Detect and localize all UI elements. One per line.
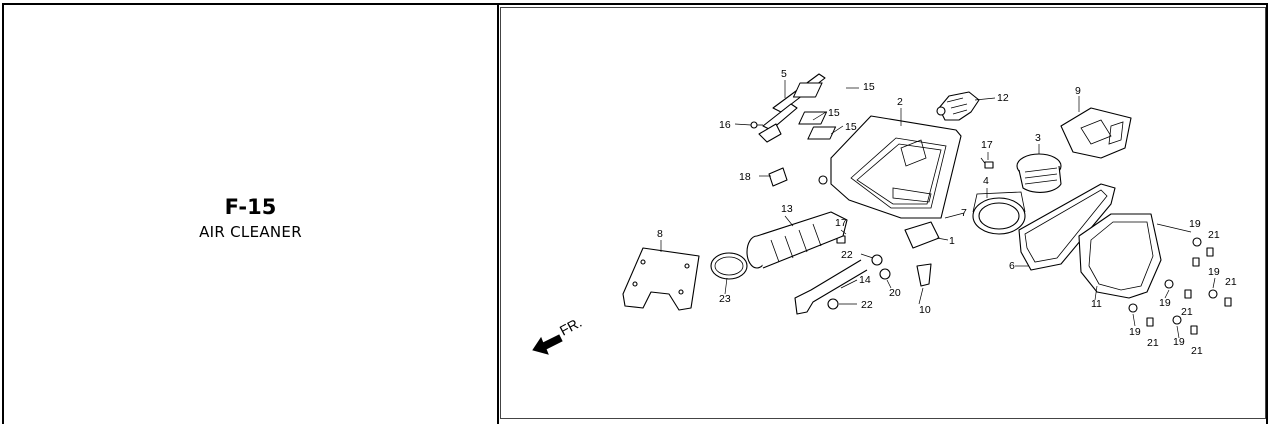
- callout-leaders: [660, 80, 1216, 339]
- part-11-cover: [1078, 213, 1162, 299]
- part-15-pad-c: [807, 126, 837, 140]
- callout-16: 16: [719, 119, 731, 131]
- callout-21-e: 21: [1191, 345, 1203, 357]
- part-19-washer-a: [1192, 237, 1202, 247]
- part-22-clip-a: [871, 254, 883, 266]
- callout-10: 10: [919, 304, 931, 316]
- callout-19-c: 19: [1159, 297, 1171, 309]
- part-21-screw-e: [1190, 325, 1198, 335]
- part-8-plate: [622, 247, 700, 311]
- callout-19-a: 19: [1189, 218, 1201, 230]
- part-13-tube: [746, 211, 848, 269]
- callout-22-a: 22: [841, 249, 853, 261]
- callout-23: 23: [719, 293, 731, 305]
- callout-9: 9: [1075, 85, 1081, 97]
- callout-22-b: 22: [861, 299, 873, 311]
- parts-drawing: 5 15 15 15 16 18 2 12 9 17 3 4 7 1 13 17…: [532, 68, 1237, 357]
- callout-17-a: 17: [981, 139, 993, 151]
- callout-19-d: 19: [1129, 326, 1141, 338]
- part-19-washer-d: [1128, 303, 1138, 313]
- callout-1: 1: [949, 235, 955, 247]
- part-21-screw-c: [1184, 289, 1192, 299]
- part-22-clip-b: [827, 298, 839, 310]
- part-15-pad-b: [798, 111, 828, 125]
- part-12-elbow: [936, 91, 980, 121]
- part-1-plate: [904, 221, 940, 249]
- part-19-washer-e: [1172, 315, 1182, 325]
- callout-13: 13: [781, 203, 793, 215]
- callout-14: 14: [859, 274, 871, 286]
- callout-11: 11: [1091, 298, 1102, 310]
- callout-21-c: 21: [1181, 306, 1193, 318]
- page-frame: [2, 3, 1268, 424]
- part-19-washer-b: [1164, 279, 1174, 289]
- part-21-screw-b: [1224, 297, 1232, 307]
- callout-21-a: 21: [1208, 229, 1220, 241]
- part-4-filter-element: [972, 191, 1026, 235]
- callout-20: 20: [889, 287, 901, 299]
- callout-21-d: 21: [1147, 337, 1159, 349]
- callout-6: 6: [1009, 260, 1015, 272]
- callout-15-b: 15: [828, 107, 840, 119]
- part-9-cover: [1060, 107, 1132, 159]
- part-14-hose: [794, 259, 868, 315]
- callout-21-b: 21: [1225, 276, 1237, 288]
- callout-7: 7: [961, 207, 967, 219]
- section-code: F-15: [224, 195, 277, 219]
- section-title-panel: F-15 AIR CLEANER: [4, 5, 497, 424]
- panel-divider: [497, 3, 499, 424]
- part-3-filter-element: [1016, 153, 1062, 193]
- callout-8: 8: [657, 228, 663, 240]
- front-direction-label: FR.: [557, 314, 584, 339]
- callout-12: 12: [997, 92, 1009, 104]
- callout-4: 4: [983, 175, 989, 187]
- part-2-case: [818, 115, 962, 219]
- callout-15-c: 15: [845, 121, 857, 133]
- part-18-clip: [768, 167, 788, 187]
- callout-19-e: 19: [1173, 336, 1185, 348]
- part-16-screw: [750, 121, 763, 129]
- callout-15-a: 15: [863, 81, 875, 93]
- part-21-screw-d: [1146, 317, 1154, 327]
- callout-3: 3: [1035, 132, 1041, 144]
- callout-17-b: 17: [835, 217, 847, 229]
- callout-18: 18: [739, 171, 751, 183]
- part-15-pad-a: [792, 82, 823, 98]
- part-19-washer-c: [1208, 289, 1218, 299]
- part-10-drain-plug: [916, 263, 932, 287]
- front-direction-arrow: FR.: [532, 314, 584, 355]
- callout-2: 2: [897, 96, 903, 108]
- part-21-screw-f: [1192, 257, 1200, 267]
- callout-5: 5: [781, 68, 787, 80]
- callout-19-b: 19: [1208, 266, 1220, 278]
- exploded-parts-diagram: 5 15 15 15 16 18 2 12 9 17 3 4 7 1 13 17…: [500, 7, 1266, 419]
- part-20-ring: [879, 268, 891, 280]
- part-17-screw-top: [980, 157, 994, 169]
- section-name: AIR CLEANER: [199, 223, 302, 241]
- part-21-screw-a: [1206, 247, 1214, 257]
